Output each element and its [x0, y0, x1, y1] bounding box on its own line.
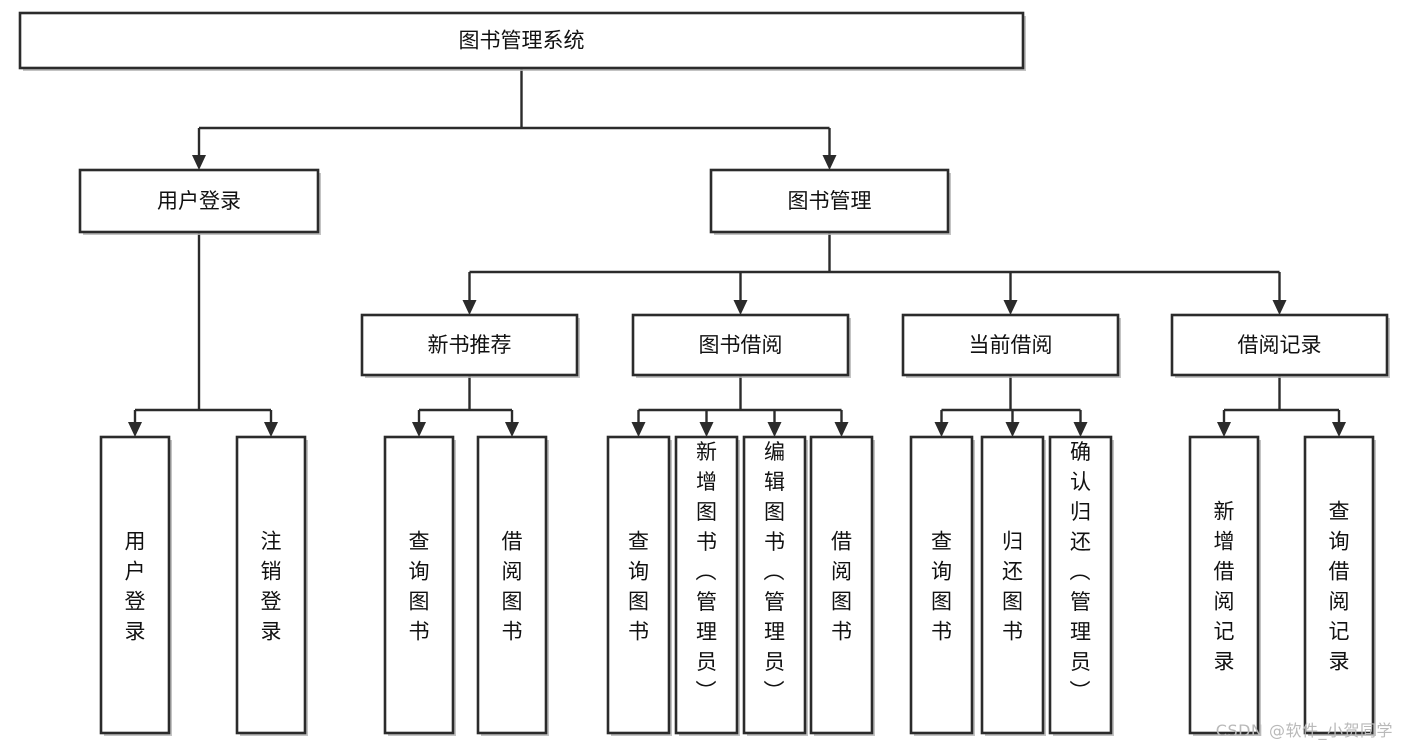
arrow-head-icon [1332, 422, 1346, 437]
node-leaf-edit-book-label: 编辑图书（管理员） [764, 440, 786, 704]
arrow-head-icon [1003, 300, 1018, 315]
node-leaf-user-logout-box[interactable] [235, 435, 307, 735]
node-leaf-query-record-box[interactable] [1303, 435, 1375, 735]
node-leaf-query-book-1-box[interactable] [383, 435, 455, 735]
node-leaf-confirm-return-box[interactable] [1048, 435, 1113, 735]
arrow-head-icon [264, 422, 278, 437]
node-current-borrow-label: 当前借阅 [969, 333, 1053, 357]
node-leaf-borrow-book-1-label: 借阅图书 [502, 529, 523, 643]
node-leaf-query-book-2[interactable]: 查询图书 [606, 435, 672, 736]
node-leaf-edit-book-box[interactable] [742, 435, 807, 735]
node-new-book-rec[interactable]: 新书推荐 [360, 313, 580, 378]
node-leaf-user-logout[interactable]: 注销登录 [235, 435, 308, 736]
node-leaf-query-book-3-label: 查询图书 [931, 529, 952, 643]
node-leaf-return-book-box[interactable] [980, 435, 1045, 735]
node-book-borrow-box[interactable] [631, 313, 850, 377]
node-leaf-add-record-label: 新增借阅记录 [1214, 499, 1235, 673]
node-leaf-add-record[interactable]: 新增借阅记录 [1188, 435, 1261, 736]
node-leaf-return-book-label: 归还图书 [1002, 529, 1023, 643]
node-current-borrow[interactable]: 当前借阅 [901, 313, 1121, 378]
node-book-manage-label: 图书管理 [788, 189, 872, 213]
node-borrow-record-label: 借阅记录 [1238, 333, 1322, 357]
arrow-head-icon [505, 422, 519, 437]
node-leaf-user-login-box[interactable] [99, 435, 171, 735]
node-leaf-borrow-book-2-label: 借阅图书 [831, 529, 852, 643]
node-root-label: 图书管理系统 [459, 29, 585, 53]
arrow-head-icon [834, 422, 849, 437]
node-borrow-record[interactable]: 借阅记录 [1170, 313, 1390, 378]
node-book-manage-box[interactable] [709, 168, 950, 234]
node-new-book-rec-box[interactable] [360, 313, 579, 377]
node-root-box[interactable] [18, 11, 1025, 70]
node-leaf-edit-book[interactable]: 编辑图书（管理员） [742, 435, 808, 736]
node-book-borrow-label: 图书借阅 [699, 333, 783, 357]
node-leaf-user-login-label: 用户登录 [125, 529, 146, 643]
arrow-head-icon [1073, 422, 1088, 437]
node-root[interactable]: 图书管理系统 [18, 11, 1026, 71]
connector-current-borrow-to-leaves [934, 375, 1088, 437]
connector-bookmanage-to-level3 [462, 232, 1287, 315]
arrow-head-icon [1217, 422, 1231, 437]
arrow-head-icon [128, 422, 142, 437]
node-leaf-user-login[interactable]: 用户登录 [99, 435, 172, 736]
node-leaf-query-book-3[interactable]: 查询图书 [909, 435, 975, 736]
node-book-manage[interactable]: 图书管理 [709, 168, 951, 235]
arrow-head-icon [767, 422, 782, 437]
arrow-head-icon [631, 422, 646, 437]
arrow-head-icon [1005, 422, 1020, 437]
node-leaf-query-record-label: 查询借阅记录 [1329, 499, 1350, 673]
nodes-layer: 图书管理系统用户登录图书管理新书推荐图书借阅当前借阅借阅记录用户登录注销登录查询… [18, 11, 1390, 736]
arrow-head-icon [934, 422, 949, 437]
connector-borrow-record-to-leaves [1217, 375, 1346, 437]
node-leaf-borrow-book-1-box[interactable] [476, 435, 548, 735]
node-user-login[interactable]: 用户登录 [78, 168, 321, 235]
node-user-login-box[interactable] [78, 168, 320, 234]
arrow-head-icon [699, 422, 714, 437]
node-leaf-user-logout-label: 注销登录 [261, 529, 282, 643]
arrow-head-icon [192, 155, 206, 170]
connector-user-login-to-leaves [128, 232, 278, 437]
connectors-layer [128, 68, 1346, 437]
node-leaf-confirm-return-label: 确认归还（管理员） [1070, 440, 1092, 704]
node-user-login-label: 用户登录 [157, 189, 241, 213]
watermark-text: CSDN @软件_小贺同学 [1215, 721, 1393, 740]
node-current-borrow-box[interactable] [901, 313, 1120, 377]
node-leaf-query-book-2-label: 查询图书 [628, 529, 649, 643]
node-leaf-add-book-label: 新增图书（管理员） [696, 440, 718, 704]
node-leaf-query-record[interactable]: 查询借阅记录 [1303, 435, 1376, 736]
node-leaf-borrow-book-1[interactable]: 借阅图书 [476, 435, 549, 736]
node-leaf-query-book-2-box[interactable] [606, 435, 671, 735]
node-leaf-query-book-1[interactable]: 查询图书 [383, 435, 456, 736]
arrow-head-icon [1272, 300, 1287, 315]
node-borrow-record-box[interactable] [1170, 313, 1389, 377]
arrow-head-icon [462, 300, 477, 315]
node-leaf-confirm-return[interactable]: 确认归还（管理员） [1048, 435, 1114, 736]
arrow-head-icon [412, 422, 426, 437]
connector-root-to-level2 [192, 68, 837, 170]
node-leaf-add-book[interactable]: 新增图书（管理员） [674, 435, 740, 736]
node-leaf-borrow-book-2[interactable]: 借阅图书 [809, 435, 875, 736]
node-leaf-query-book-1-label: 查询图书 [409, 529, 430, 643]
node-leaf-return-book[interactable]: 归还图书 [980, 435, 1046, 736]
node-leaf-query-book-3-box[interactable] [909, 435, 974, 735]
arrow-head-icon [822, 155, 837, 170]
node-leaf-borrow-book-2-box[interactable] [809, 435, 874, 735]
arrow-head-icon [733, 300, 748, 315]
connector-new-book-rec-to-leaves [412, 375, 519, 437]
node-new-book-rec-label: 新书推荐 [428, 333, 512, 357]
connector-book-borrow-to-leaves [631, 375, 849, 437]
node-leaf-add-book-box[interactable] [674, 435, 739, 735]
node-book-borrow[interactable]: 图书借阅 [631, 313, 851, 378]
node-leaf-add-record-box[interactable] [1188, 435, 1260, 735]
